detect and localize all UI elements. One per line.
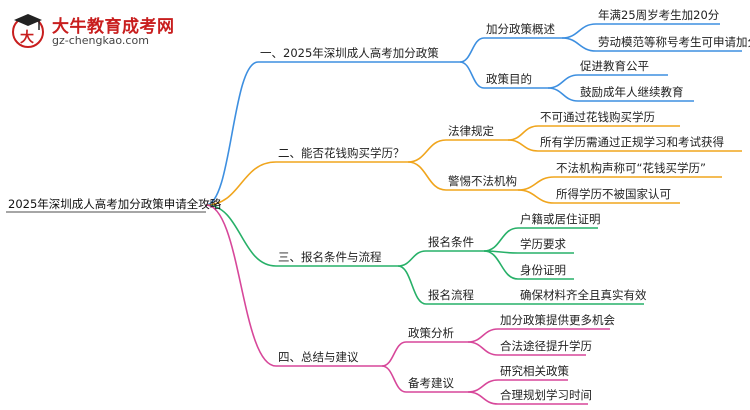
- brand-url: gz-chengkao.com: [52, 34, 149, 47]
- branch-1-sub-2-leaf-2[interactable]: 鼓励成年人继续教育: [580, 85, 684, 99]
- edge-b4-s2-l2: [467, 391, 499, 405]
- edge-b4-s2: [381, 365, 407, 393]
- edge-b2-s1-l2: [507, 139, 539, 152]
- edge-root-b1: [205, 61, 259, 206]
- branch-3-sub-1-leaf-3[interactable]: 身份证明: [520, 263, 566, 277]
- branch-3-sub-1-leaf-1[interactable]: 户籍或居住证明: [520, 212, 601, 226]
- branch-4-sub-2-leaf-2[interactable]: 合理规划学习时间: [500, 388, 592, 402]
- branch-1-sub-2-leaf-1[interactable]: 促进教育公平: [580, 59, 649, 73]
- edge-b1-s2: [459, 61, 485, 89]
- edge-b2-s1: [407, 139, 447, 163]
- edge-b1-s1: [459, 37, 485, 63]
- branch-4-sub-2-leaf-1[interactable]: 研究相关政策: [500, 364, 569, 378]
- mortarboard-bull-logo-icon: 大: [12, 14, 44, 48]
- branch-2-sub-2-label[interactable]: 警惕不法机构: [448, 174, 517, 188]
- branch-1-sub-1-leaf-1[interactable]: 年满25周岁考生加20分: [598, 8, 720, 22]
- edge-root-b2: [205, 161, 277, 206]
- edge-b3-s1: [397, 250, 427, 267]
- branch-2-sub-2-leaf-1[interactable]: 不法机构声称可“花钱买学历”: [556, 161, 706, 175]
- edge-b1-s2-l1: [547, 74, 579, 89]
- edge-b2-s2-l1: [517, 176, 555, 191]
- branch-4-sub-1-label[interactable]: 政策分析: [408, 326, 454, 340]
- branch-2-label[interactable]: 二、能否花钱购买学历？: [278, 146, 405, 160]
- edge-b4-s1-l1: [467, 328, 499, 343]
- branch-1-sub-1-label[interactable]: 加分政策概述: [486, 22, 555, 36]
- edge-b2-s1-l1: [507, 125, 539, 141]
- edge-root-b4: [205, 204, 277, 367]
- edge-b3-s2: [397, 265, 427, 305]
- branch-1-label[interactable]: 一、2025年深圳成人高考加分政策: [260, 46, 439, 60]
- branch-1-sub-2-label[interactable]: 政策目的: [486, 72, 532, 86]
- edge-b4-s1: [381, 341, 407, 367]
- branch-2-sub-1-label[interactable]: 法律规定: [448, 124, 494, 138]
- branch-3-sub-1-leaf-2[interactable]: 学历要求: [520, 237, 566, 251]
- brand-name: 大牛教育成考网: [52, 17, 175, 37]
- branch-2-sub-2-leaf-2[interactable]: 所得学历不被国家认可: [556, 187, 671, 201]
- edge-b1-s2-l2: [547, 87, 579, 102]
- branch-3-sub-2-leaf-1[interactable]: 确保材料齐全且真实有效: [520, 288, 647, 302]
- branch-1-sub-1-leaf-2[interactable]: 劳动模范等称号考生可申请加分: [598, 35, 750, 49]
- edge-b2-s2-l2: [517, 189, 555, 204]
- branch-4-sub-1-leaf-2[interactable]: 合法途径提升学历: [500, 339, 592, 353]
- branch-3-sub-2-label[interactable]: 报名流程: [428, 288, 474, 302]
- brand-logo[interactable]: 大 大牛教育成考网 gz-chengkao.com: [6, 8, 206, 52]
- edge-b3-s1-l3: [483, 250, 519, 280]
- branch-2-sub-1-leaf-1[interactable]: 不可通过花钱购买学历: [540, 110, 655, 124]
- edge-b2-s2: [407, 161, 447, 191]
- branch-3-label[interactable]: 三、报名条件与流程: [278, 250, 382, 264]
- branch-4-sub-1-leaf-1[interactable]: 加分政策提供更多机会: [500, 313, 615, 327]
- edge-b1-s1-l1: [561, 23, 597, 39]
- edge-b4-s2-l1: [467, 379, 499, 393]
- branch-2-sub-1-leaf-2[interactable]: 所有学历需通过正规学习和考试获得: [540, 135, 724, 149]
- svg-text:大: 大: [20, 29, 34, 46]
- branch-4-sub-2-label[interactable]: 备考建议: [408, 376, 454, 390]
- root-topic[interactable]: 2025年深圳成人高考加分政策申请全攻略: [8, 197, 222, 211]
- branch-4-label[interactable]: 四、总结与建议: [278, 350, 359, 364]
- edge-b1-s1-l2: [561, 37, 597, 52]
- branch-3-sub-1-label[interactable]: 报名条件: [428, 235, 474, 249]
- edge-b4-s1-l2: [467, 341, 499, 356]
- edge-b3-s1-l1: [483, 227, 519, 252]
- edge-root-b3: [205, 204, 277, 267]
